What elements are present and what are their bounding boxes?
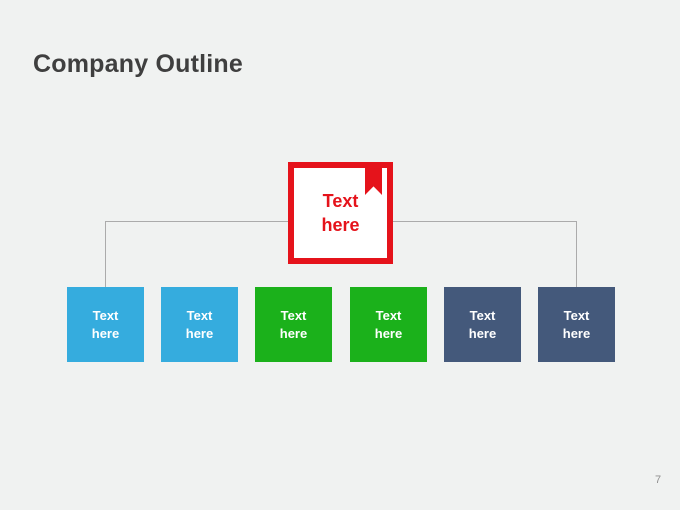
child-box-label: Text here — [374, 307, 403, 341]
page-number: 7 — [655, 474, 662, 486]
bookmark-ribbon-icon — [365, 168, 382, 195]
org-chart-child-box-4[interactable]: Text here — [350, 287, 427, 362]
child-box-label: Text here — [468, 307, 497, 341]
org-chart-child-box-5[interactable]: Text here — [444, 287, 521, 362]
child-box-label: Text here — [185, 307, 214, 341]
child-box-label: Text here — [562, 307, 591, 341]
child-box-label: Text here — [279, 307, 308, 341]
child-box-label: Text here — [91, 307, 120, 341]
org-chart-child-box-1[interactable]: Text here — [67, 287, 144, 362]
connector-vertical-right — [576, 221, 577, 287]
connector-vertical-left — [105, 221, 106, 287]
org-chart-child-box-6[interactable]: Text here — [538, 287, 615, 362]
org-chart-child-box-3[interactable]: Text here — [255, 287, 332, 362]
parent-box-label: Text here — [321, 191, 360, 235]
org-chart-child-box-2[interactable]: Text here — [161, 287, 238, 362]
slide-title[interactable]: Company Outline — [33, 50, 243, 78]
org-chart-parent-box[interactable]: Text here — [288, 162, 393, 264]
